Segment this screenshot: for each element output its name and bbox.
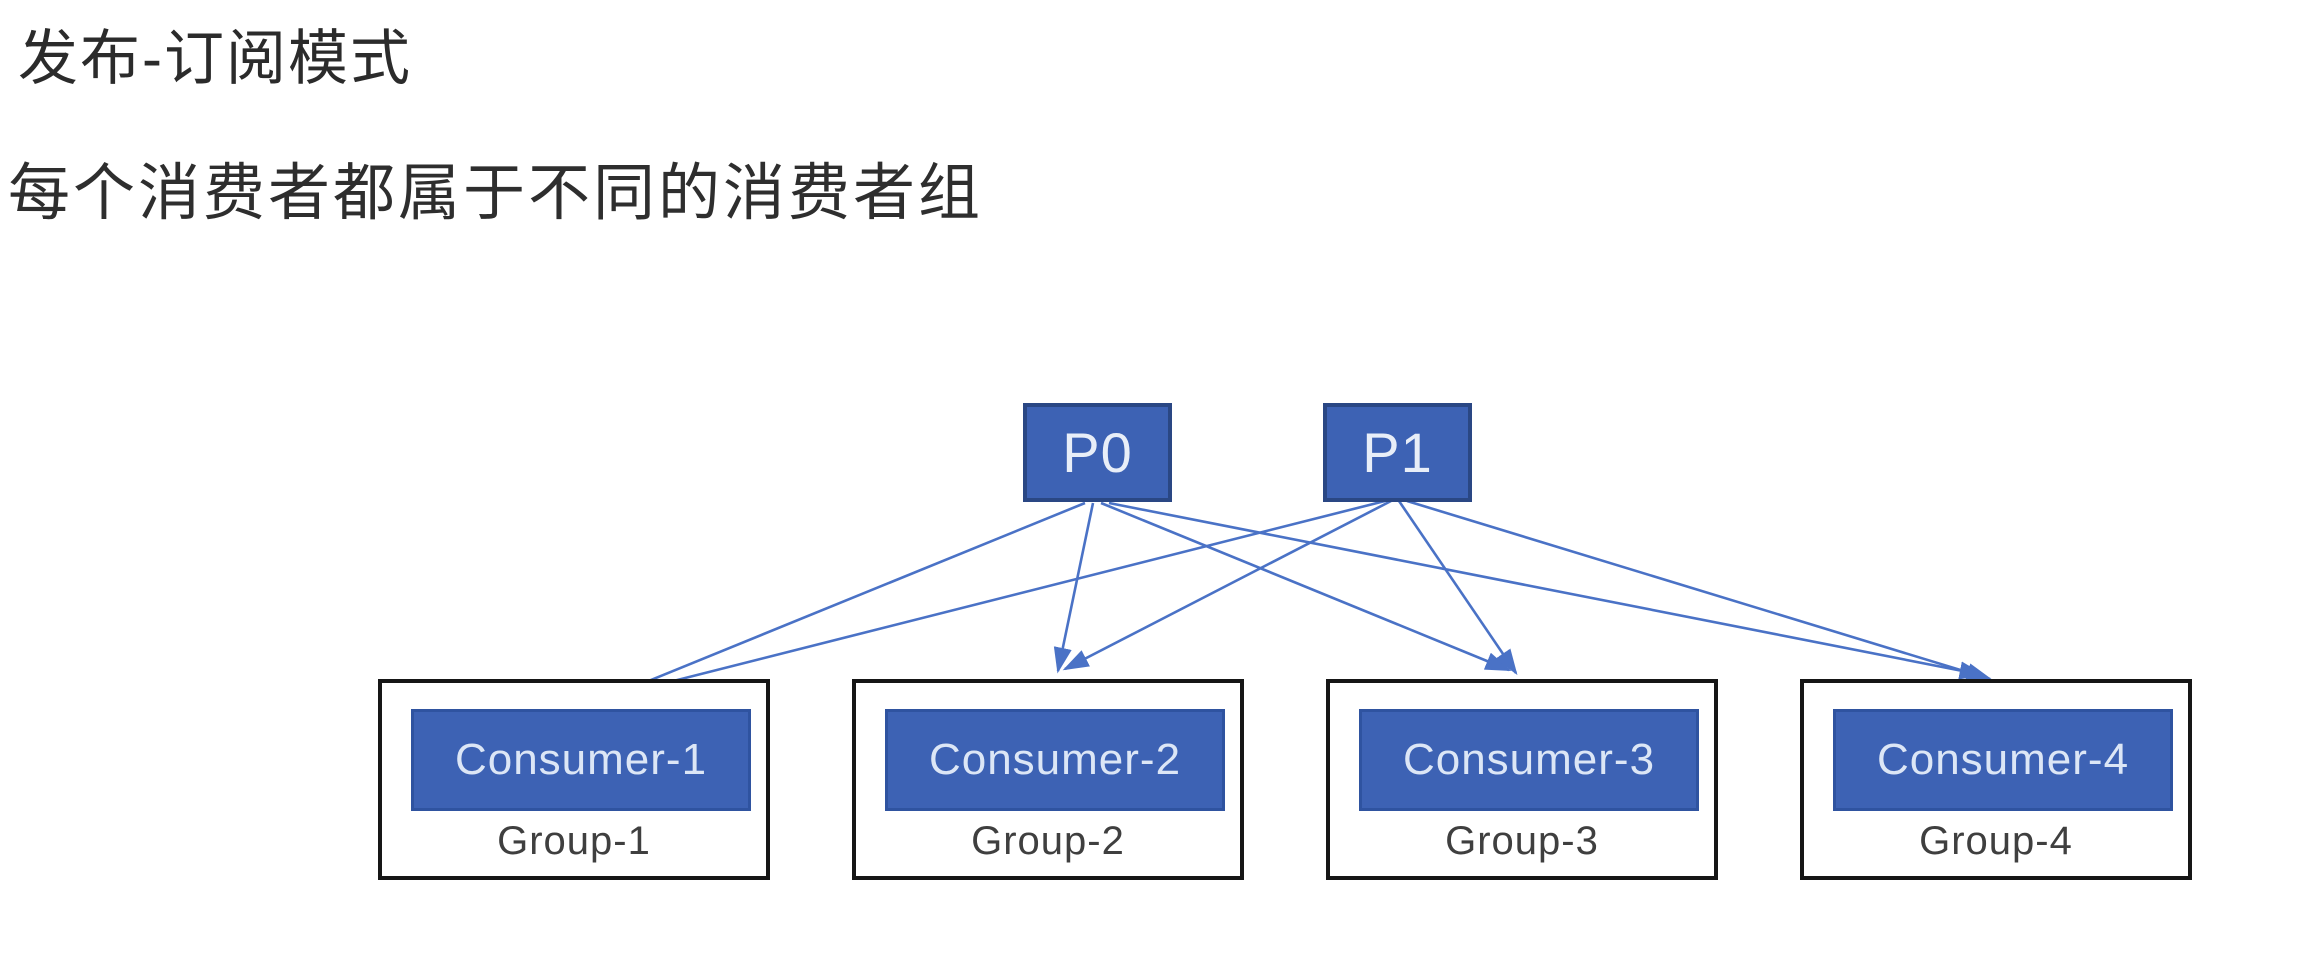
group-label-2: Group-2 — [971, 819, 1125, 863]
page-subtitle: 每个消费者都属于不同的消费者组 — [8, 159, 984, 228]
edge-p1-consumer-3 — [1397, 500, 1518, 676]
group-label-1: Group-1 — [497, 819, 651, 863]
consumer-node-1: Consumer-1 — [411, 709, 751, 811]
producer-label-p1: P1 — [1362, 421, 1433, 484]
page-title: 发布-订阅模式 — [18, 25, 412, 92]
edge-p0-consumer-2 — [1053, 502, 1095, 674]
producer-node-p1: P1 — [1323, 403, 1472, 502]
edge-p1-consumer-2 — [1062, 499, 1392, 671]
consumer-label-2: Consumer-2 — [928, 735, 1182, 784]
producer-label-p0: P0 — [1062, 421, 1133, 484]
edge-p0-consumer-3 — [1100, 501, 1512, 672]
edge-p0-consumer-1 — [594, 501, 1086, 704]
group-label-3: Group-3 — [1445, 819, 1599, 863]
group-box-3: Consumer-3 Group-3 — [1326, 679, 1718, 880]
consumer-node-2: Consumer-2 — [885, 709, 1225, 811]
consumer-node-3: Consumer-3 — [1359, 709, 1699, 811]
consumer-label-4: Consumer-4 — [1876, 735, 2130, 784]
group-box-4: Consumer-4 Group-4 — [1800, 679, 2192, 880]
edge-p1-consumer-4 — [1406, 499, 1993, 681]
producer-node-p0: P0 — [1023, 403, 1172, 502]
edge-p0-consumer-4 — [1108, 501, 1986, 680]
consumer-label-3: Consumer-3 — [1402, 735, 1656, 784]
consumer-node-4: Consumer-4 — [1833, 709, 2173, 811]
group-box-2: Consumer-2 Group-2 — [852, 679, 1244, 880]
group-label-4: Group-4 — [1919, 819, 2073, 863]
consumer-label-1: Consumer-1 — [454, 735, 708, 784]
edge-p1-consumer-1 — [599, 499, 1386, 703]
group-box-1: Consumer-1 Group-1 — [378, 679, 770, 880]
